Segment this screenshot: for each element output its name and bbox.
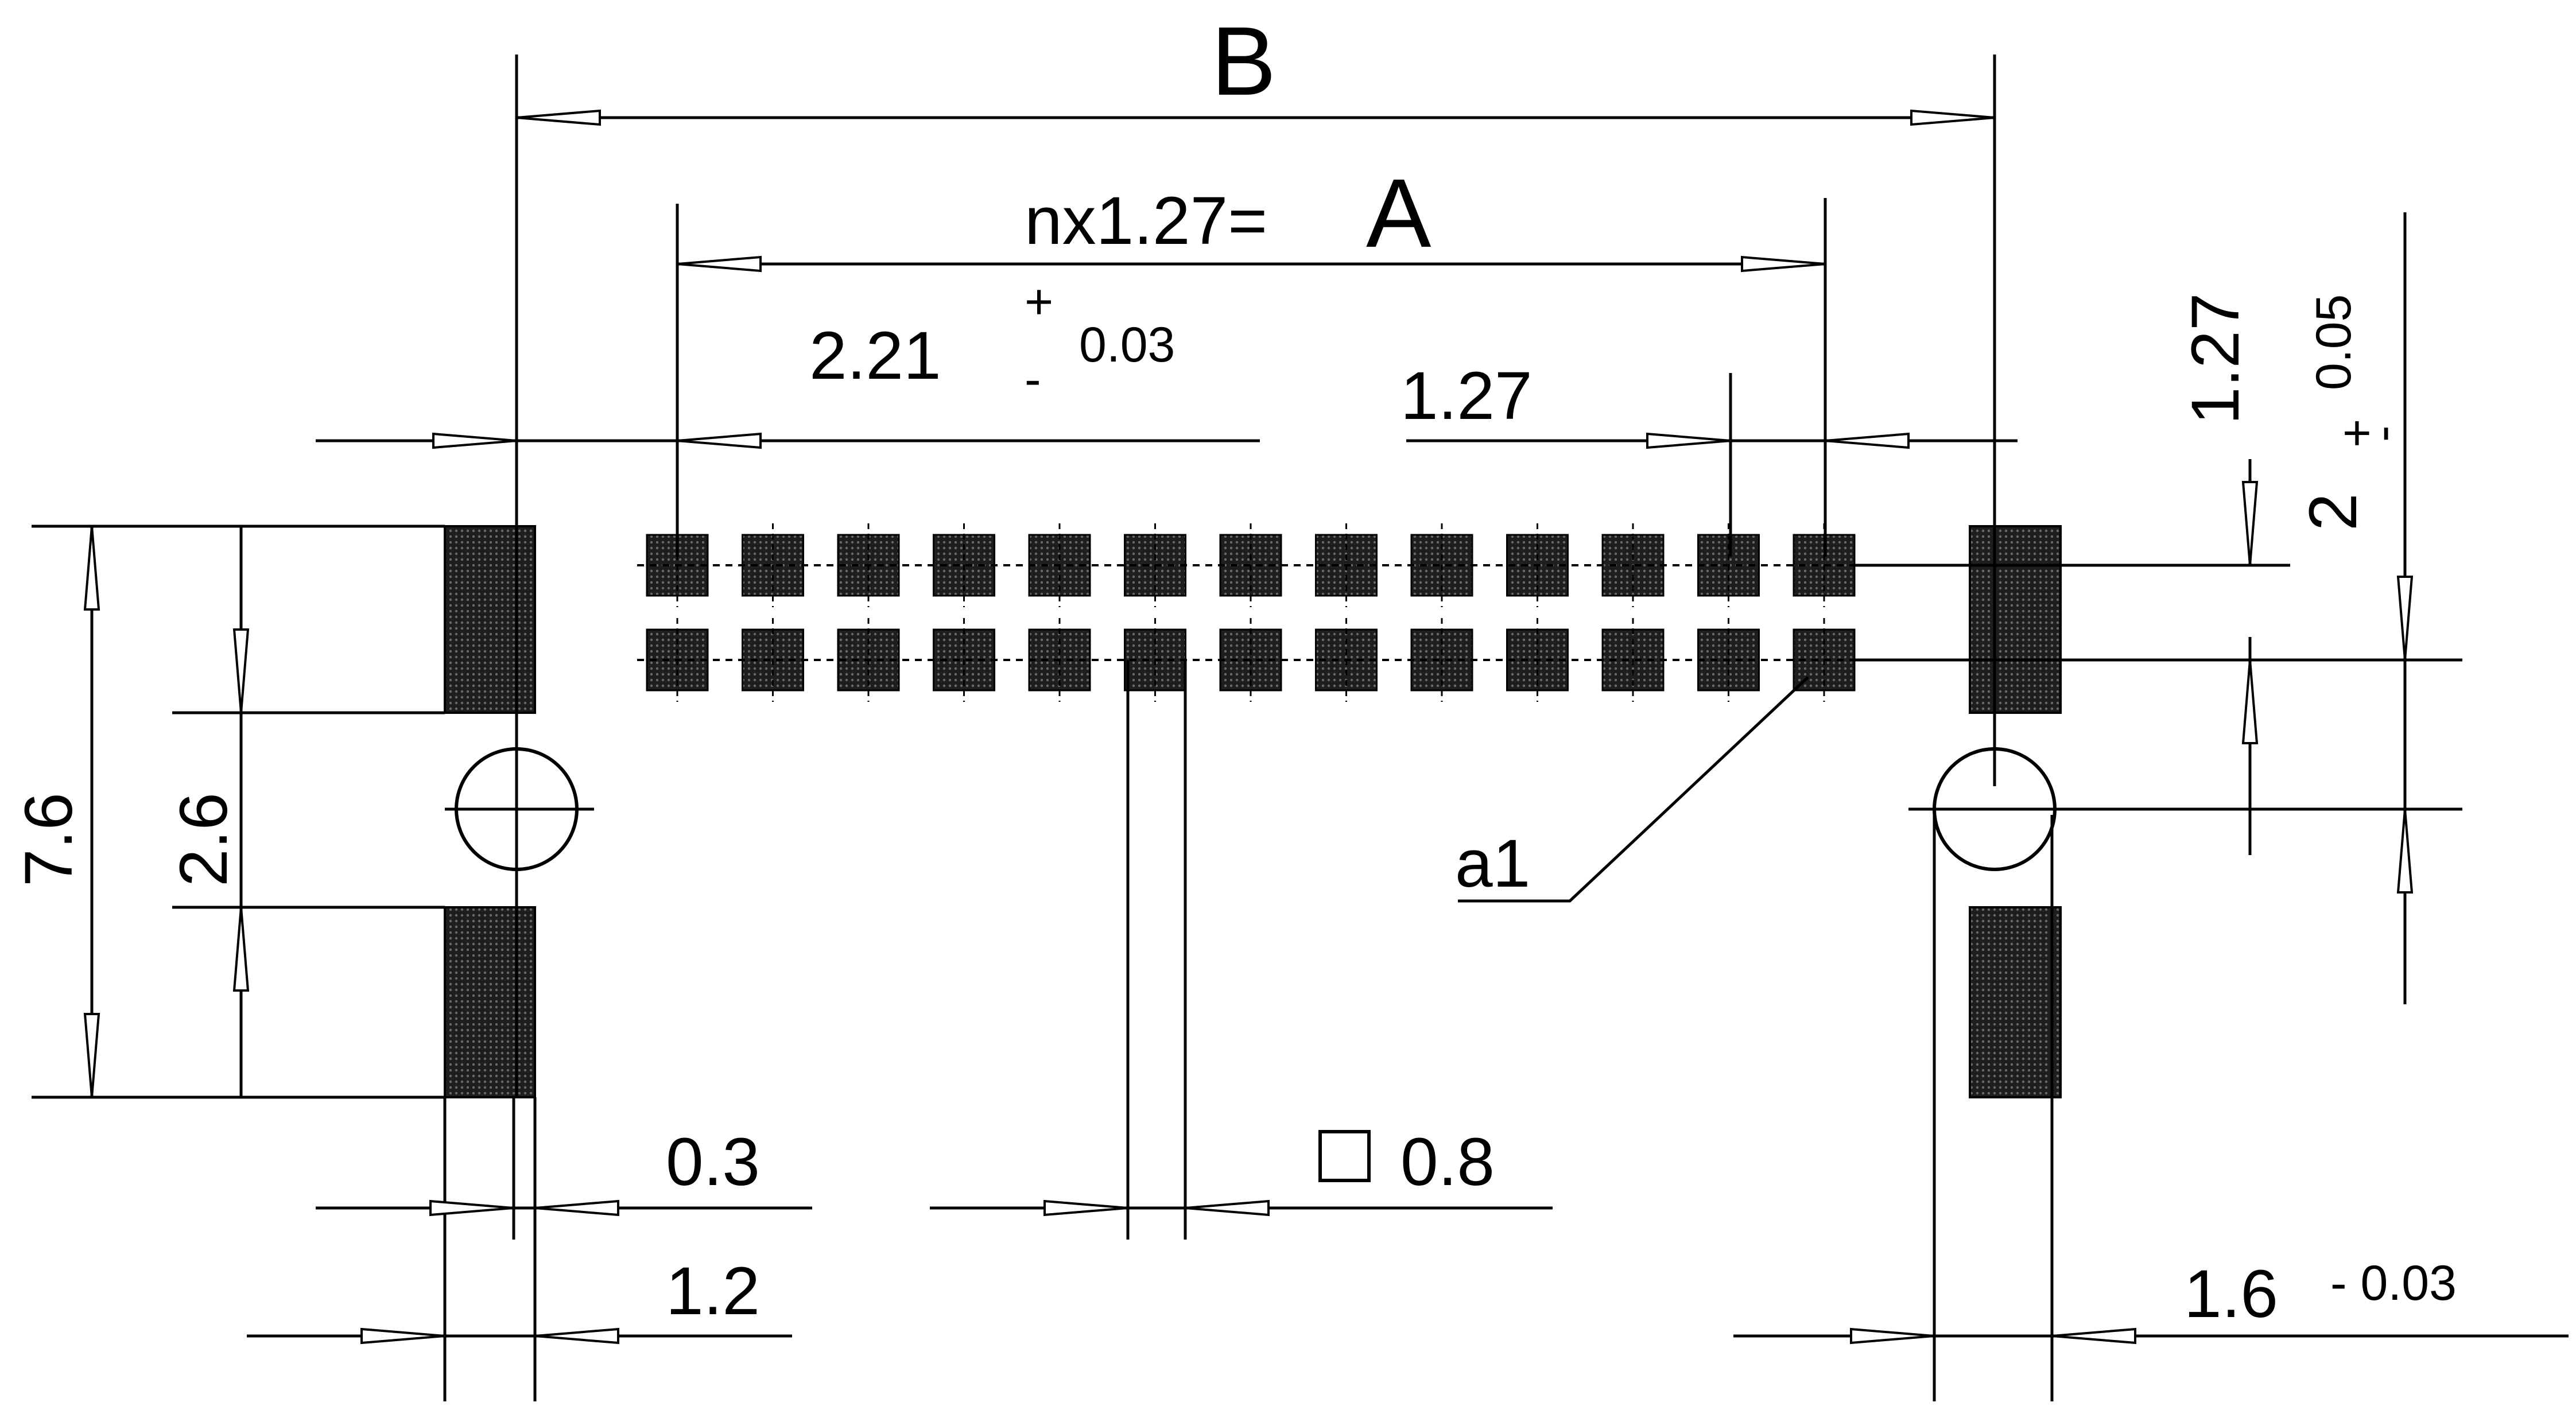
- label-a-letter: A: [1366, 159, 1431, 268]
- left-bottom-mounting-pad: [444, 906, 536, 1098]
- dimension-lines: [83, 109, 2569, 1345]
- label-2-plus: +: [2329, 419, 2384, 448]
- label-08: 0.8: [1400, 1124, 1495, 1200]
- square-symbol: [1318, 1130, 1371, 1182]
- mounting-pads: [444, 525, 2062, 1098]
- label-127-vertical: 1.27: [2178, 293, 2253, 425]
- label-221-minus: -: [1025, 352, 1041, 407]
- label-16: 1.6: [2184, 1256, 2278, 1332]
- label-b: B: [1211, 7, 1276, 116]
- label-a1: a1: [1455, 826, 1530, 902]
- label-26: 2.6: [166, 793, 242, 887]
- label-12: 1.2: [666, 1253, 760, 1329]
- label-76: 7.6: [11, 793, 87, 887]
- label-127-horizontal: 1.27: [1400, 358, 1533, 434]
- label-2-tol: 0.05: [2306, 294, 2361, 390]
- dimension-labels: B nx1.27= A 2.21 + 0.03 - 1.27 1.27 2 + …: [11, 7, 2457, 1332]
- label-03: 0.3: [666, 1124, 760, 1200]
- contact-pad-grid: [646, 523, 1856, 702]
- label-221: 2.21: [809, 318, 941, 394]
- label-221-tol: 0.03: [1079, 317, 1175, 372]
- locating-holes: [445, 747, 2462, 871]
- label-a-prefix: nx1.27=: [1025, 183, 1267, 259]
- label-2-minus: -: [2355, 425, 2410, 442]
- right-bottom-mounting-pad: [1969, 906, 2062, 1098]
- left-top-mounting-pad: [444, 525, 536, 714]
- right-top-mounting-pad: [1969, 525, 2062, 714]
- label-2: 2: [2295, 493, 2371, 531]
- label-16-tol: - 0.03: [2330, 1256, 2457, 1311]
- label-221-plus: +: [1025, 274, 1053, 329]
